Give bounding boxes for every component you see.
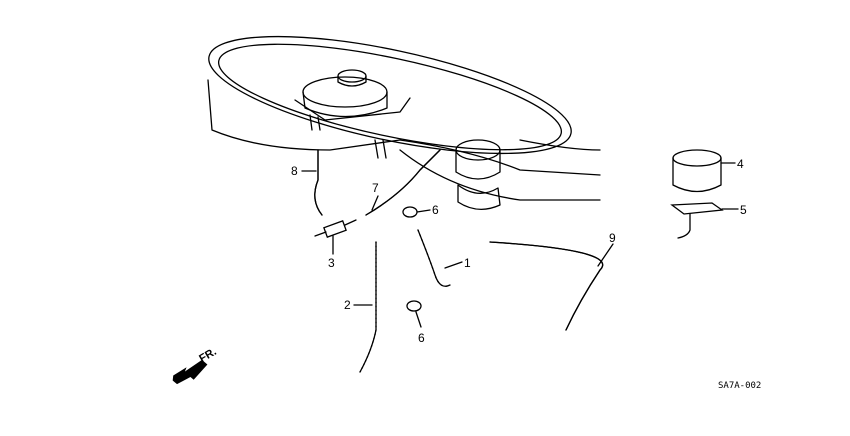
front-direction-arrow: FR. bbox=[172, 346, 219, 385]
callout-6-upper: 6 bbox=[432, 203, 439, 217]
valve-3 bbox=[314, 219, 357, 238]
hose-1 bbox=[417, 229, 451, 287]
air-cleaner-housing bbox=[207, 35, 601, 201]
callout-4: 4 bbox=[737, 157, 744, 171]
clamp-6-upper bbox=[402, 206, 418, 218]
callout-2: 2 bbox=[344, 298, 351, 312]
front-direction-label: FR. bbox=[197, 346, 218, 365]
hose-2 bbox=[359, 241, 377, 373]
diagram-code: SA7A-002 bbox=[718, 381, 761, 391]
callout-9: 9 bbox=[609, 231, 616, 245]
clamp-6-lower bbox=[406, 300, 422, 312]
callout-5: 5 bbox=[740, 203, 747, 217]
bracket-5 bbox=[670, 202, 724, 239]
callout-3: 3 bbox=[328, 256, 335, 270]
hose-9 bbox=[489, 241, 604, 331]
leader-lines bbox=[301, 162, 739, 328]
callout-7: 7 bbox=[372, 181, 379, 195]
callout-1: 1 bbox=[464, 256, 471, 270]
cap-4 bbox=[672, 149, 722, 193]
canister bbox=[455, 139, 501, 210]
callout-8: 8 bbox=[291, 164, 298, 178]
callout-6-lower: 6 bbox=[418, 331, 425, 345]
